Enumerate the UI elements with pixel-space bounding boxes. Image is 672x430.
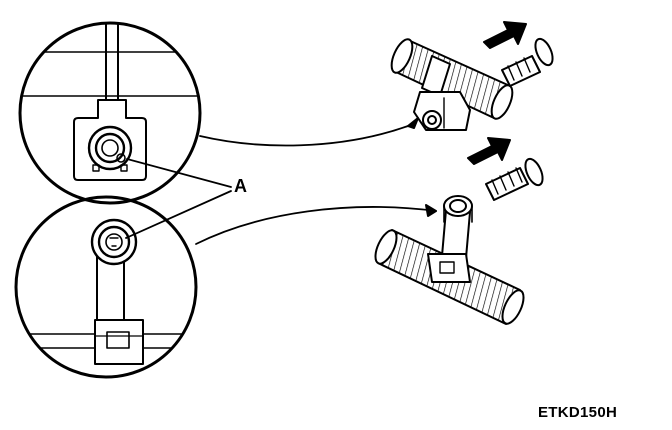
top-harness-assembly xyxy=(390,38,514,131)
callout-a-leaders xyxy=(125,158,232,239)
bottom-direction-arrow xyxy=(467,137,511,165)
bottom-detail-circle xyxy=(14,195,198,379)
bottom-bolt xyxy=(485,157,544,201)
top-direction-arrow xyxy=(483,21,527,49)
bottom-harness-assembly xyxy=(374,195,525,325)
callout-label-a: A xyxy=(234,176,247,196)
figure-code: ETKD150H xyxy=(538,404,618,421)
connector-leaders xyxy=(195,125,437,245)
top-detail-circle xyxy=(18,21,202,205)
top-bolt xyxy=(501,37,554,87)
